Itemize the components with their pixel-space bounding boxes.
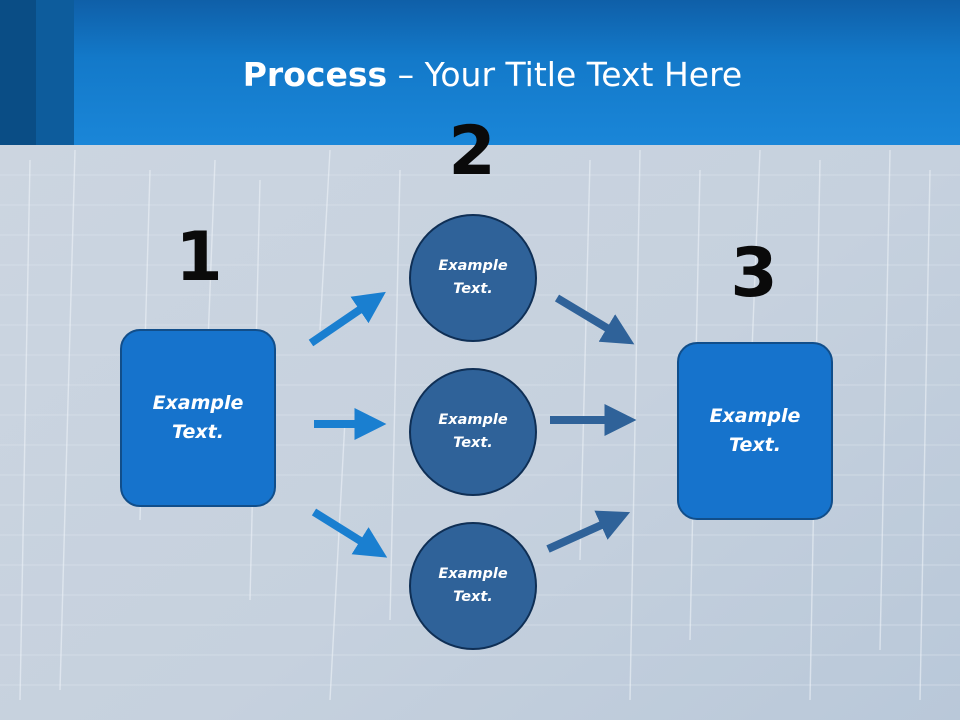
- title-rest: – Your Title Text Here: [387, 55, 743, 94]
- step-1-box[interactable]: Example Text.: [120, 329, 276, 507]
- circle-text-line1: Example: [438, 412, 508, 428]
- arrow-top-to-3: [554, 294, 635, 345]
- arrow-1-to-top: [308, 291, 386, 347]
- step-1-text-line2: Text.: [172, 421, 224, 443]
- circle-text-line1: Example: [438, 566, 508, 582]
- arrow-bottom-to-3: [546, 510, 631, 553]
- title-bar: [0, 0, 960, 145]
- step-number-2: 2: [448, 112, 496, 191]
- header-accent-strip-2: [36, 0, 74, 145]
- step-1-text-line1: Example: [152, 392, 244, 414]
- step-3-text-line2: Text.: [729, 434, 781, 456]
- circle-text-line2: Text.: [453, 435, 493, 451]
- step-2-circle-bottom[interactable]: Example Text.: [409, 522, 537, 650]
- circle-text-line1: Example: [438, 258, 508, 274]
- arrow-1-to-bottom: [311, 508, 388, 558]
- title-bold: Process: [242, 55, 388, 94]
- step-2-circle-top[interactable]: Example Text.: [409, 214, 537, 342]
- step-number-3: 3: [730, 234, 778, 313]
- circle-text-line2: Text.: [453, 281, 493, 297]
- step-2-circle-middle[interactable]: Example Text.: [409, 368, 537, 496]
- step-3-text-line1: Example: [709, 405, 801, 427]
- header-accent-strip: [0, 0, 36, 145]
- circle-text-line2: Text.: [453, 589, 493, 605]
- step-number-1: 1: [175, 218, 223, 297]
- step-3-box[interactable]: Example Text.: [677, 342, 833, 520]
- slide-title[interactable]: Process – Your Title Text Here: [0, 52, 960, 98]
